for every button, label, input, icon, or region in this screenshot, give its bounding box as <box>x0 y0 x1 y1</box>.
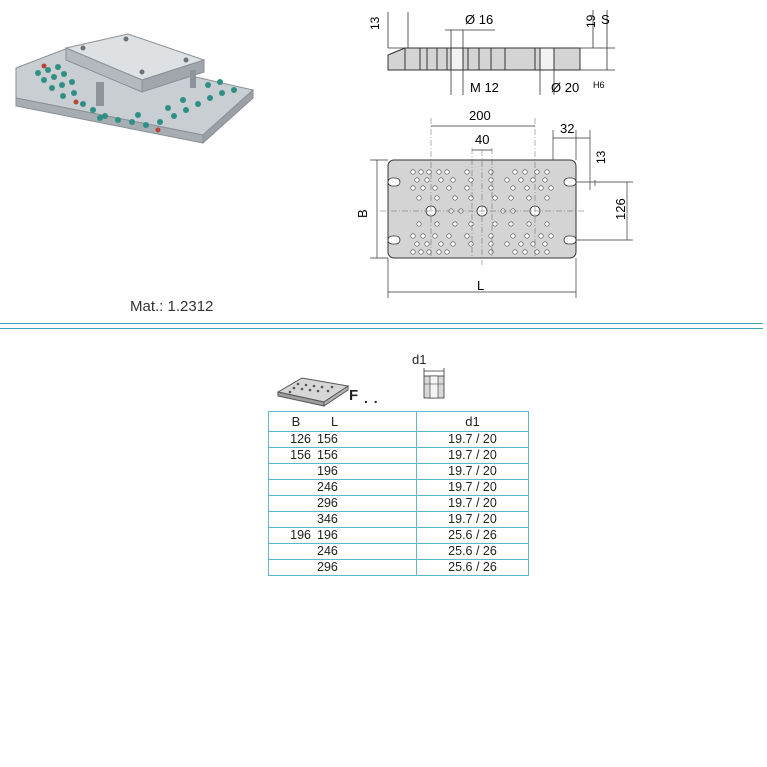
header-d1: d1 <box>416 411 529 432</box>
dim-H6: H6 <box>593 80 605 90</box>
d1-label: d1 <box>412 352 427 367</box>
dim-13-plan: 13 <box>594 150 608 164</box>
separator-line <box>0 328 763 329</box>
cell-L: 156 <box>311 447 417 464</box>
header-L: L <box>311 411 417 432</box>
cell-B <box>268 463 311 480</box>
product-illustration <box>15 33 255 145</box>
dim-L: L <box>477 278 484 293</box>
header-B: B <box>268 411 311 432</box>
cell-L: 156 <box>311 431 417 448</box>
dim-32: 32 <box>560 121 574 136</box>
material-label: Mat.: 1.2312 <box>130 298 214 315</box>
cell-B <box>268 479 311 496</box>
cell-L: 196 <box>311 463 417 480</box>
dim-126: 126 <box>613 198 628 220</box>
cell-B: 126 <box>268 431 311 448</box>
table-header-row: B L d1 <box>268 411 529 432</box>
order-code-letter: F <box>349 387 359 404</box>
cell-d1: 19.7 / 20 <box>416 495 529 512</box>
order-code-dots: . . <box>364 390 379 406</box>
plate-thumbnail <box>276 377 350 407</box>
dim-40: 40 <box>475 132 489 147</box>
cell-L: 346 <box>311 511 417 528</box>
dim-M12: M 12 <box>470 80 499 95</box>
dim-200: 200 <box>469 108 491 123</box>
cell-B <box>268 495 311 512</box>
cell-B: 156 <box>268 447 311 464</box>
technical-drawing: 13 Ø 16 19 S M 12 Ø 20 H6 <box>355 10 633 298</box>
cell-L: 196 <box>311 527 417 544</box>
plan-view: 200 40 32 13 126 B L <box>355 108 633 298</box>
bushing-detail <box>423 368 445 399</box>
separator-line <box>0 323 763 324</box>
cell-d1: 19.7 / 20 <box>416 431 529 448</box>
section-view <box>387 47 581 71</box>
cell-d1: 19.7 / 20 <box>416 447 529 464</box>
cell-d1: 25.6 / 26 <box>416 527 529 544</box>
cell-L: 246 <box>311 543 417 560</box>
cell-B <box>268 543 311 560</box>
cell-L: 296 <box>311 559 417 576</box>
dim-13: 13 <box>368 16 382 30</box>
cell-d1: 25.6 / 26 <box>416 543 529 560</box>
cell-B: 196 <box>268 527 311 544</box>
cell-d1: 19.7 / 20 <box>416 479 529 496</box>
cell-B <box>268 511 311 528</box>
dim-d16: Ø 16 <box>465 12 493 27</box>
cell-d1: 25.6 / 26 <box>416 559 529 576</box>
dim-d20: Ø 20 <box>551 80 579 95</box>
cell-L: 296 <box>311 495 417 512</box>
cell-d1: 19.7 / 20 <box>416 463 529 480</box>
cell-L: 246 <box>311 479 417 496</box>
dim-S: S <box>601 12 610 27</box>
dim-19: 19 <box>584 14 598 28</box>
dim-B: B <box>355 209 370 218</box>
cell-B <box>268 559 311 576</box>
cell-d1: 19.7 / 20 <box>416 511 529 528</box>
